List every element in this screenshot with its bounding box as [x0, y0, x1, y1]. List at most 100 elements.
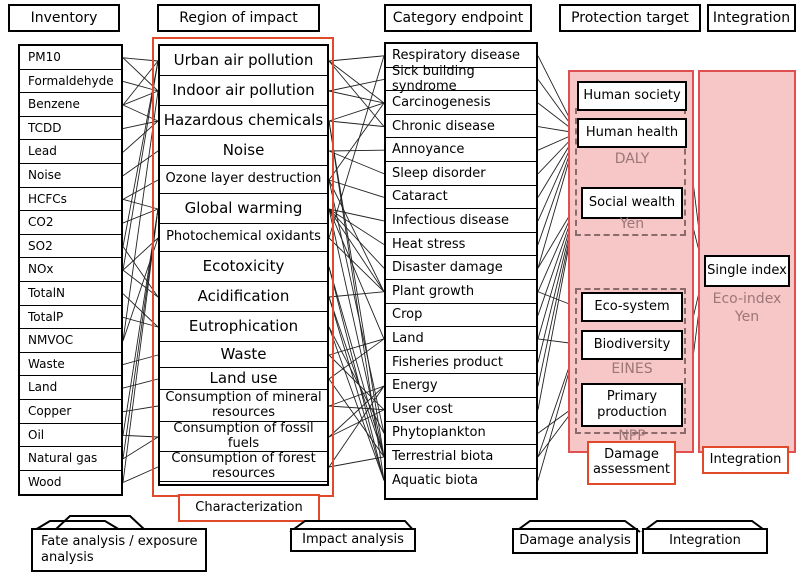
link-region-category [328, 120, 385, 128]
link-region-category [328, 354, 385, 411]
category-item: Disaster damage [386, 256, 536, 280]
ecosystem-dashed-group [575, 288, 686, 434]
damage-assessment-label: Damage assessment [587, 441, 676, 485]
human-society-box: Human society [577, 81, 687, 111]
impact-analysis-box: Impact analysis [290, 528, 416, 552]
link-region-category [328, 378, 385, 458]
region-item: Consumption of mineral resources [160, 390, 327, 422]
inventory-item: PM10 [20, 46, 121, 70]
category-item: Annoyance [386, 138, 536, 162]
damage-analysis-box: Damage analysis [512, 528, 638, 554]
arrow-bracket-impact [289, 520, 416, 533]
arrow-bracket-integration [641, 520, 768, 533]
region-item: Ozone layer destruction [160, 166, 327, 194]
region-item: Ecotoxicity [160, 252, 327, 282]
inventory-item: Benzene [20, 93, 121, 117]
header-protection-target: Protection target [559, 4, 701, 32]
region-item: Urban air pollution [160, 46, 327, 76]
integration-red-label: Integration [702, 446, 789, 474]
inventory-item: Noise [20, 164, 121, 188]
category-item: Energy [386, 374, 536, 398]
category-item: Carcinogenesis [386, 91, 536, 115]
inventory-item: Copper [20, 400, 121, 424]
inventory-item: NMVOC [20, 329, 121, 353]
link-region-category [328, 208, 385, 292]
link-region-category [328, 78, 385, 92]
link-region-category [328, 338, 385, 380]
link-region-category [328, 338, 385, 356]
link-region-category [328, 208, 385, 269]
link-region-category [328, 456, 385, 468]
link-region-category [328, 296, 385, 458]
inventory-item: Wood [28, 474, 62, 489]
link-region-category [328, 266, 385, 458]
human-health-box: Human health [577, 118, 687, 148]
link-region-category [328, 208, 385, 245]
region-item: Noise [160, 136, 327, 166]
inventory-item: TotalP [20, 306, 121, 330]
category-item: Aquatic biota [392, 472, 478, 488]
fate-analysis-box: Fate analysis / exposure analysis [31, 528, 207, 572]
region-item: Land use [160, 368, 327, 390]
category-item: Respiratory disease [386, 44, 536, 68]
category-item: Crop [386, 304, 536, 328]
link-region-category [328, 405, 385, 411]
inventory-item: NOx [20, 258, 121, 282]
link-region-category [328, 120, 385, 481]
inventory-item: SO2 [20, 235, 121, 259]
header-region-of-impact: Region of impact [157, 4, 320, 32]
yen-label-protection: Yen [619, 216, 645, 232]
link-region-category [328, 237, 385, 293]
category-item: Fisheries product [386, 351, 536, 375]
category-item: Sick building syndrome [386, 64, 536, 94]
link-region-category [328, 60, 385, 127]
region-item: Indoor air pollution [160, 76, 327, 106]
region-item: Acidification [160, 282, 327, 312]
category-item: Phytoplankton [386, 422, 536, 446]
arrow-bracket-fate-2 [54, 515, 146, 531]
daly-label: DALY [614, 151, 650, 167]
social-wealth-box: Social wealth [581, 187, 683, 219]
category-item: Plant growth [386, 280, 536, 304]
inventory-item: HCFCs [20, 188, 121, 212]
category-item: User cost [386, 398, 536, 422]
eines-label: EINES [611, 361, 653, 377]
characterization-label: Characterization [178, 494, 320, 522]
link-region-category [328, 266, 385, 481]
category-item: Sleep disorder [386, 162, 536, 186]
ecosystem-box: Eco-system [581, 292, 683, 322]
inventory-item: Lead [20, 140, 121, 164]
region-item: Hazardous chemicals [160, 106, 327, 136]
link-region-category [328, 179, 385, 198]
link-region-category [328, 55, 385, 239]
category-item: Terrestrial biota [386, 445, 536, 469]
link-region-category [328, 150, 385, 175]
link-region-category [328, 179, 385, 292]
inventory-item: Formaldehyde [20, 70, 121, 94]
region-item: Consumption of fossil fuels [160, 422, 327, 452]
inventory-item: Waste [20, 353, 121, 377]
link-region-category [328, 90, 385, 104]
inventory-item: Oil [20, 424, 121, 448]
arrow-bracket-damage [514, 520, 641, 533]
integration-bottom-box: Integration [642, 528, 768, 554]
inventory-item: Natural gas [20, 447, 121, 471]
category-item: Heat stress [386, 233, 536, 257]
category-item: Land [386, 327, 536, 351]
link-region-category [328, 102, 385, 122]
region-item: Waste [160, 342, 327, 368]
category-item: Infectious disease [386, 209, 536, 233]
bottom-arrows [34, 515, 768, 533]
link-region-category [328, 326, 385, 434]
npp-label: NPP [618, 428, 646, 444]
header-category-endpoint: Category endpoint [384, 4, 532, 32]
link-region-category [328, 385, 385, 468]
header-inventory: Inventory [8, 4, 120, 32]
category-item: Cataract [386, 186, 536, 210]
link-region-category [328, 102, 385, 181]
inventory-item: TCDD [20, 117, 121, 141]
biodiversity-box: Biodiversity [581, 330, 683, 360]
